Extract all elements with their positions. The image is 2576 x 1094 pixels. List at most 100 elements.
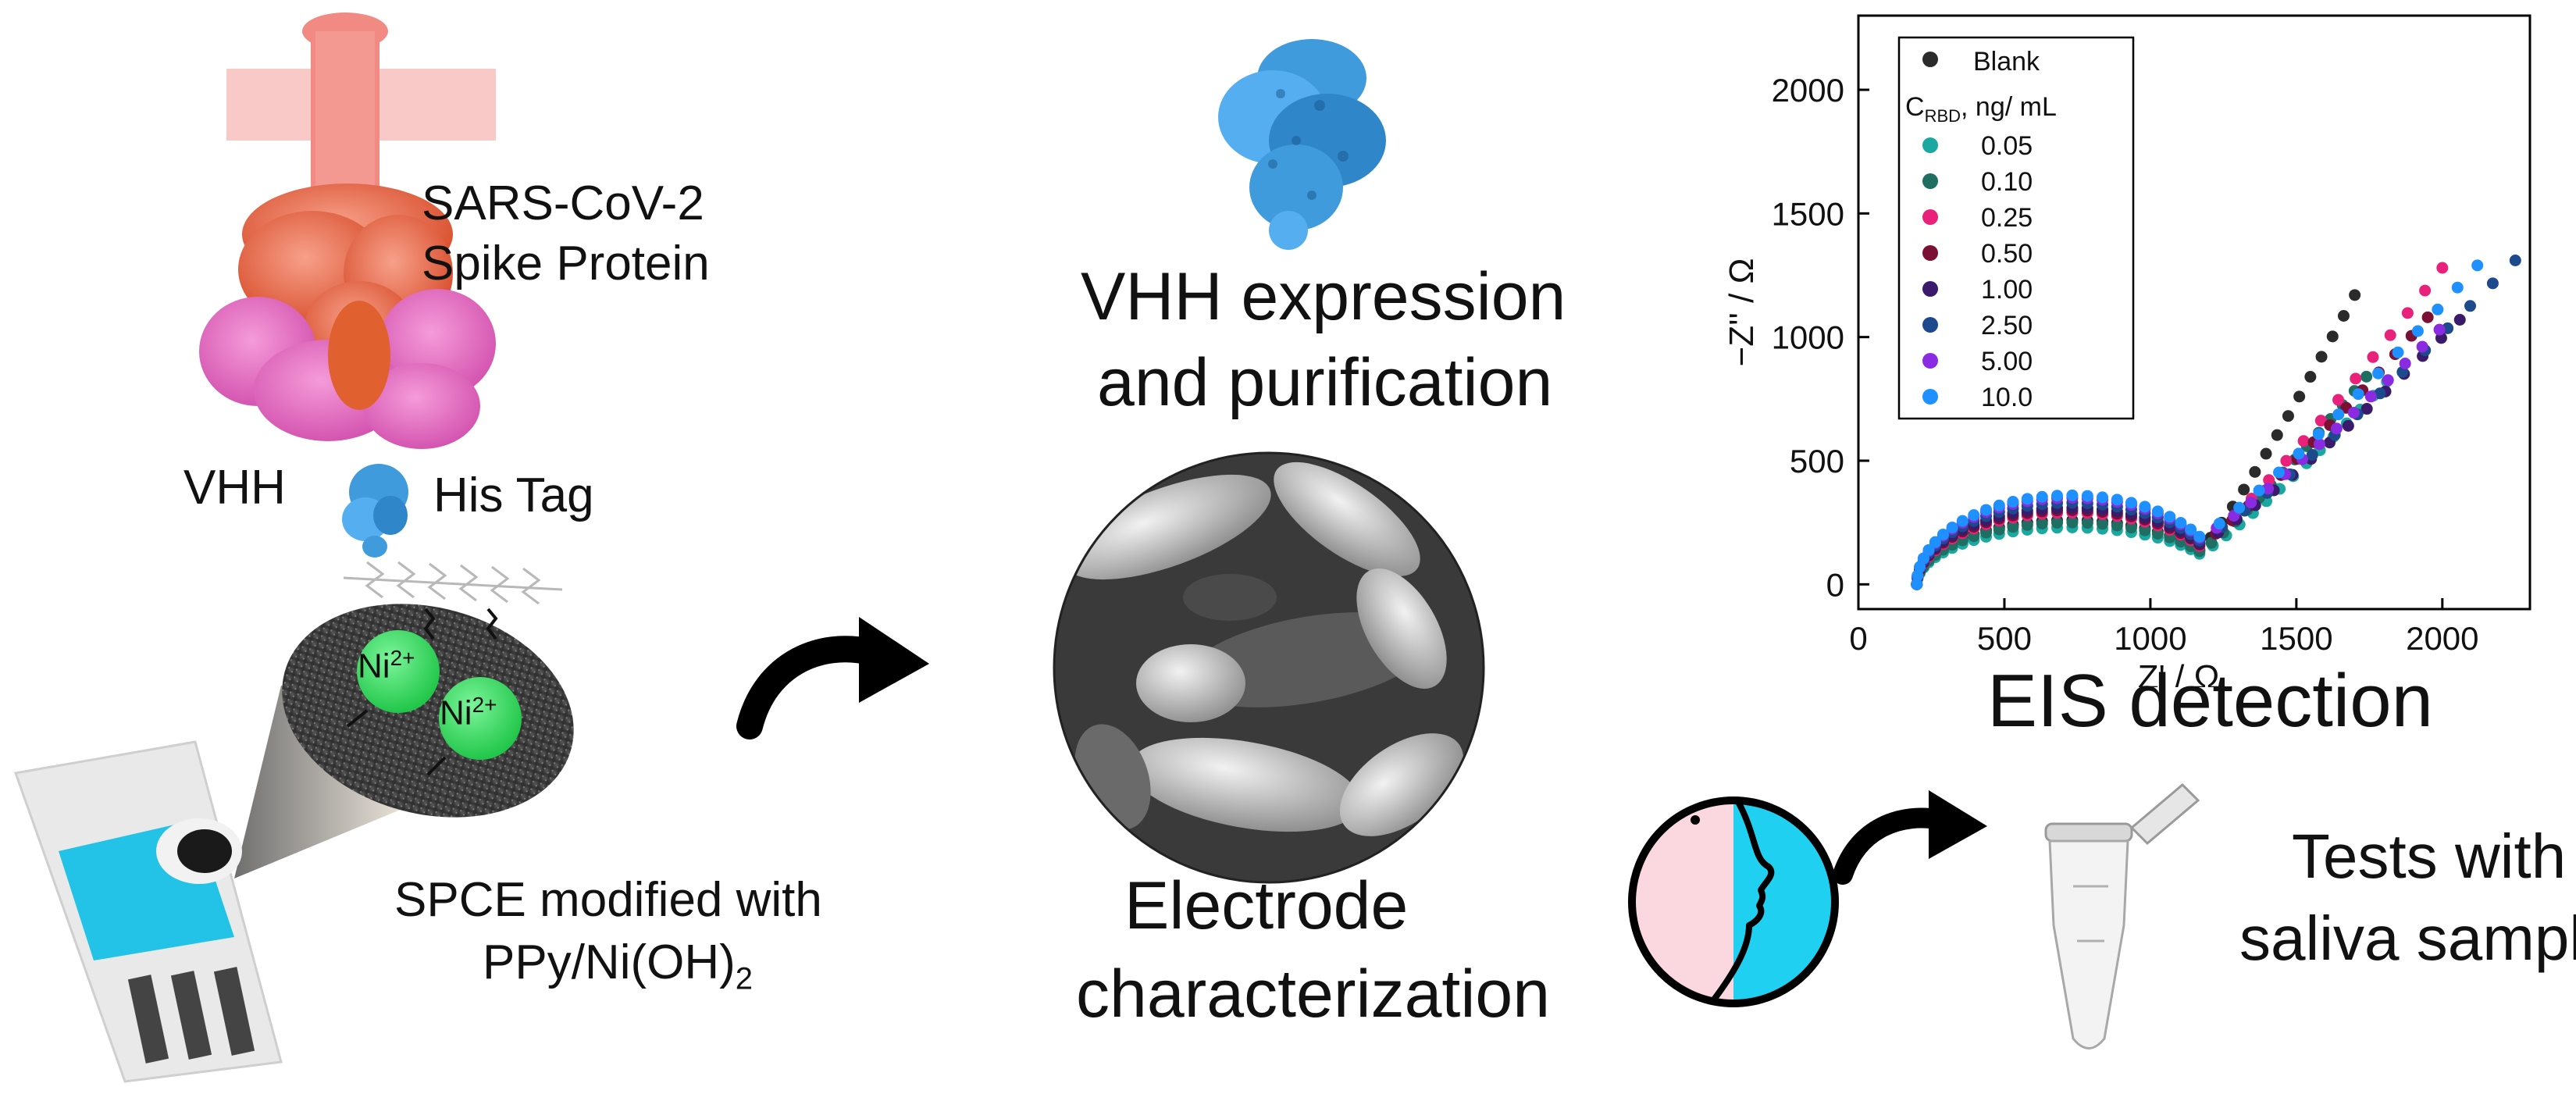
spike-protein bbox=[238, 184, 453, 375]
data-point-10.0 bbox=[2021, 493, 2033, 505]
data-point-10.0 bbox=[2007, 496, 2019, 508]
data-point-2.50 bbox=[2486, 277, 2499, 290]
data-point-10.0 bbox=[2036, 490, 2048, 503]
data-point-5.00 bbox=[2313, 438, 2325, 451]
data-point-5.00 bbox=[2347, 406, 2360, 419]
spce-label-line1: SPCE modified with bbox=[394, 873, 822, 927]
data-point-blank bbox=[2293, 390, 2306, 403]
data-point-0.25 bbox=[2297, 435, 2310, 447]
data-point-5.00 bbox=[2245, 497, 2257, 509]
data-point-0.10 bbox=[2066, 516, 2079, 529]
data-point-10.0 bbox=[2213, 518, 2225, 530]
face-profile-icon bbox=[1628, 796, 1839, 1007]
data-point-5.00 bbox=[2433, 323, 2446, 336]
sem-micrograph bbox=[1053, 451, 1485, 884]
legend-label-5.00: 5.00 bbox=[1981, 347, 2033, 376]
data-point-10.0 bbox=[2312, 428, 2325, 440]
legend-label-0.05: 0.05 bbox=[1981, 131, 2033, 161]
plot-frame bbox=[1857, 14, 2531, 611]
electrode-line2: characterization bbox=[1076, 957, 1551, 1032]
data-point-blank bbox=[2337, 309, 2350, 322]
vhh-title-line1: VHH expression bbox=[1081, 259, 1566, 334]
data-point-10.0 bbox=[1993, 499, 2005, 511]
data-point-blank bbox=[2282, 410, 2294, 422]
legend-marker-0.10 bbox=[1922, 173, 1938, 189]
tests-line1: Tests with bbox=[2292, 821, 2567, 891]
data-point-0.25 bbox=[2367, 351, 2379, 363]
data-point-0.10 bbox=[2205, 536, 2218, 549]
data-point-5.00 bbox=[2382, 374, 2394, 387]
data-point-0.10 bbox=[2139, 524, 2151, 536]
data-point-0.50 bbox=[2421, 311, 2434, 323]
electrode-line1: Electrode bbox=[1124, 868, 1409, 943]
legend-marker-1.00 bbox=[1922, 281, 1938, 297]
data-point-0.10 bbox=[2051, 516, 2064, 529]
data-point-10.0 bbox=[1911, 578, 1923, 590]
legend-marker-0.25 bbox=[1922, 209, 1938, 225]
data-point-10.0 bbox=[1922, 543, 1935, 556]
data-point-10.0 bbox=[2332, 408, 2345, 421]
data-point-10.0 bbox=[2471, 259, 2484, 272]
tests-line2: saliva samples bbox=[2239, 903, 2576, 973]
data-point-10.0 bbox=[2097, 491, 2109, 504]
data-point-0.10 bbox=[2036, 517, 2048, 529]
data-point-2.50 bbox=[2374, 387, 2386, 400]
data-point-10.0 bbox=[2175, 516, 2187, 529]
data-point-blank bbox=[2249, 465, 2261, 478]
data-point-0.10 bbox=[2007, 521, 2019, 533]
electrode-surface bbox=[282, 604, 574, 818]
data-point-10.0 bbox=[2253, 484, 2265, 497]
x-tick-label: 2000 bbox=[2406, 620, 2478, 657]
legend-label-0.25: 0.25 bbox=[1981, 203, 2033, 233]
data-point-2.50 bbox=[2306, 449, 2318, 461]
data-point-0.10 bbox=[2097, 518, 2109, 530]
data-point-10.0 bbox=[2164, 511, 2176, 523]
data-point-5.00 bbox=[2399, 358, 2411, 370]
data-point-0.10 bbox=[1980, 526, 1993, 539]
data-point-0.10 bbox=[2021, 518, 2033, 531]
sample-tube-icon bbox=[2044, 782, 2200, 1049]
legend-marker-0.50 bbox=[1922, 245, 1938, 261]
eis-title: EIS detection bbox=[1987, 659, 2434, 743]
data-point-2.50 bbox=[2464, 300, 2477, 312]
data-point-10.0 bbox=[1946, 521, 1958, 533]
data-point-10.0 bbox=[2233, 501, 2246, 514]
data-point-5.00 bbox=[2330, 422, 2343, 435]
data-point-5.00 bbox=[2262, 483, 2275, 495]
data-point-10.0 bbox=[2151, 505, 2164, 518]
legend-marker-5.00 bbox=[1922, 353, 1938, 369]
data-point-1.00 bbox=[2342, 419, 2354, 432]
legend-label-2.50: 2.50 bbox=[1981, 311, 2033, 340]
data-point-10.0 bbox=[2125, 497, 2137, 509]
data-point-10.0 bbox=[2411, 325, 2424, 337]
vhh-title-line2: and purification bbox=[1097, 345, 1553, 420]
x-tick-label: 1500 bbox=[2260, 620, 2332, 657]
legend-label-0.50: 0.50 bbox=[1981, 239, 2033, 269]
data-point-0.25 bbox=[2263, 474, 2275, 486]
spce-strip bbox=[13, 740, 283, 1083]
curved-arrow-1 bbox=[736, 617, 929, 739]
data-point-10.0 bbox=[2293, 447, 2305, 460]
data-point-0.10 bbox=[2151, 527, 2164, 540]
biosensor-schematic bbox=[13, 12, 574, 1083]
y-tick-label: 500 bbox=[1790, 443, 1844, 479]
ni-label-2: Ni2+ bbox=[440, 693, 497, 732]
legend-box bbox=[1897, 36, 2135, 420]
ni-label-1: Ni2+ bbox=[358, 646, 415, 686]
data-point-blank bbox=[2315, 351, 2328, 363]
data-point-10.0 bbox=[2111, 494, 2123, 506]
data-point-10.0 bbox=[2273, 466, 2286, 479]
data-point-0.25 bbox=[2350, 372, 2362, 385]
data-point-10.0 bbox=[2451, 281, 2464, 294]
receptor-domain bbox=[199, 289, 496, 449]
data-point-10.0 bbox=[1968, 509, 1980, 522]
data-point-10.0 bbox=[2139, 501, 2151, 513]
data-point-0.25 bbox=[2314, 415, 2327, 427]
data-point-0.25 bbox=[2401, 307, 2414, 319]
his-tag-linkers bbox=[343, 561, 563, 605]
x-tick-label: 1000 bbox=[2114, 620, 2186, 657]
legend-label-blank: Blank bbox=[1973, 47, 2040, 77]
y-tick-label: 0 bbox=[1826, 566, 1844, 603]
vhh-molecule-small bbox=[342, 464, 408, 558]
